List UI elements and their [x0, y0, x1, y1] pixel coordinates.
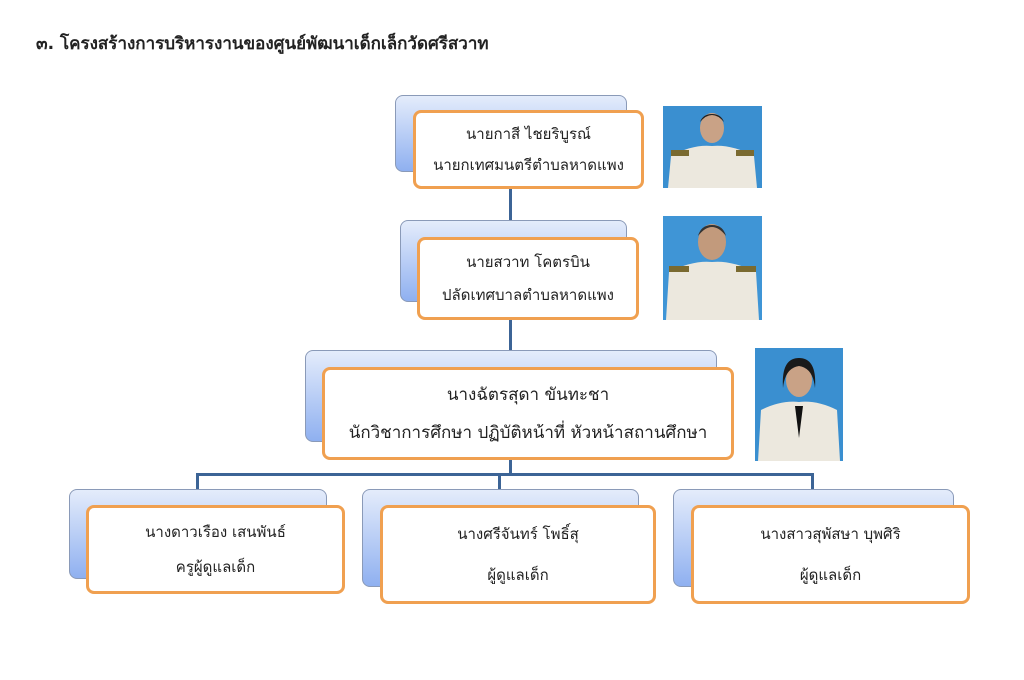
node-name: นายกาสี ไชยริบูรณ์ — [466, 125, 591, 144]
node-caregiver: นางศรีจันทร์ โพธิ์สุ ผู้ดูแลเด็ก — [380, 505, 656, 604]
portrait-photo — [663, 106, 762, 188]
node-caregiver: นางสาวสุพัสษา บุพศิริ ผู้ดูแลเด็ก — [691, 505, 970, 604]
node-name: นางดาวเรือง เสนพันธ์ — [145, 522, 286, 541]
node-name: นางสาวสุพัสษา บุพศิริ — [760, 525, 901, 544]
connector — [196, 473, 199, 490]
portrait-photo — [663, 216, 762, 320]
connector — [509, 319, 512, 368]
node-teacher: นางดาวเรือง เสนพันธ์ ครูผู้ดูแลเด็ก — [86, 505, 345, 594]
node-role: ครูผู้ดูแลเด็ก — [175, 558, 256, 577]
node-mayor: นายกาสี ไชยริบูรณ์ นายกเทศมนตรีตำบลหาดแพ… — [413, 110, 644, 189]
node-head: นางฉัตรสุดา ขันทะชา นักวิชาการศึกษา ปฏิบ… — [322, 367, 734, 460]
node-name: นายสวาท โคตรบิน — [466, 253, 590, 272]
node-name: นางศรีจันทร์ โพธิ์สุ — [457, 525, 579, 544]
page-title: ๓. โครงสร้างการบริหารงานของศูนย์พัฒนาเด็… — [36, 34, 489, 54]
connector — [498, 473, 501, 490]
node-role: นักวิชาการศึกษา ปฏิบัติหน้าที่ หัวหน้าสถ… — [348, 422, 708, 443]
node-role: ปลัดเทศบาลตำบลหาดแพง — [442, 285, 614, 304]
node-role: นายกเทศมนตรีตำบลหาดแพง — [433, 155, 624, 174]
node-name: นางฉัตรสุดา ขันทะชา — [446, 385, 610, 406]
node-role: ผู้ดูแลเด็ก — [799, 565, 862, 584]
node-clerk: นายสวาท โคตรบิน ปลัดเทศบาลตำบลหาดแพง — [417, 237, 639, 320]
connector — [509, 188, 512, 238]
node-role: ผู้ดูแลเด็ก — [487, 565, 549, 584]
connector — [811, 473, 814, 490]
connector — [196, 473, 814, 476]
connector — [509, 459, 512, 475]
portrait-photo — [755, 348, 843, 461]
